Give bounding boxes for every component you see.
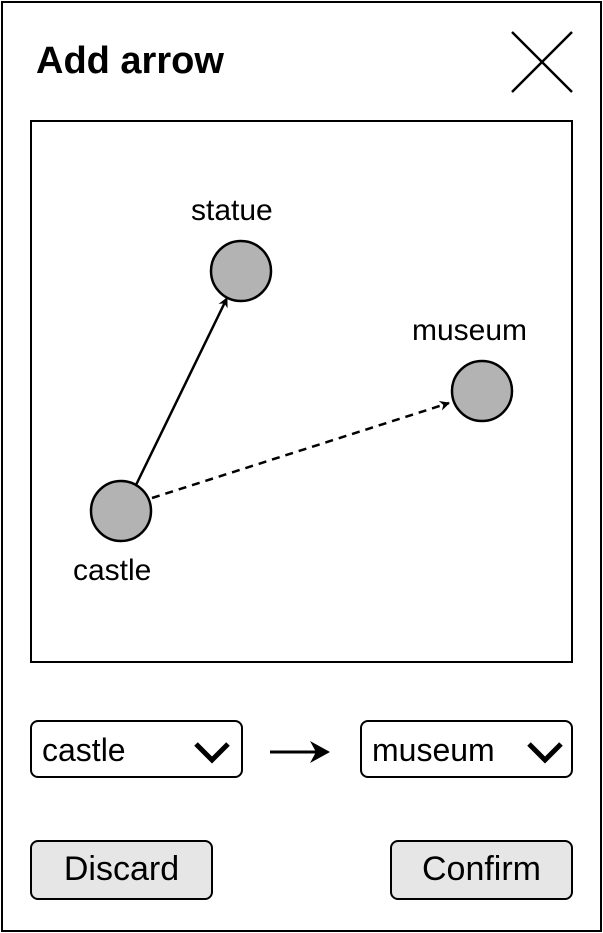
from-node-select[interactable]: castle (30, 720, 243, 778)
confirm-button[interactable]: Confirm (390, 840, 573, 900)
graph-svg (89, 239, 514, 543)
discard-button[interactable]: Discard (30, 840, 213, 900)
arrow-right-icon (270, 741, 330, 763)
graph-canvas[interactable]: statue museum castle (30, 120, 573, 663)
close-icon (511, 31, 573, 93)
node-statue[interactable] (209, 239, 273, 303)
node-label-castle: castle (73, 554, 152, 587)
node-museum[interactable] (450, 359, 514, 423)
edge-castle-statue[interactable] (134, 297, 229, 486)
close-button[interactable] (508, 28, 576, 96)
from-node-value: castle (42, 732, 126, 768)
edge-castle-museum[interactable] (151, 400, 450, 500)
dialog-title: Add arrow (36, 40, 224, 82)
to-node-select[interactable]: museum (360, 720, 573, 778)
node-castle[interactable] (89, 479, 153, 543)
chevron-down-icon (194, 742, 230, 764)
to-node-value: museum (372, 732, 495, 768)
chevron-down-icon (527, 742, 563, 764)
node-label-statue: statue (191, 194, 273, 227)
node-label-museum: museum (412, 314, 528, 347)
